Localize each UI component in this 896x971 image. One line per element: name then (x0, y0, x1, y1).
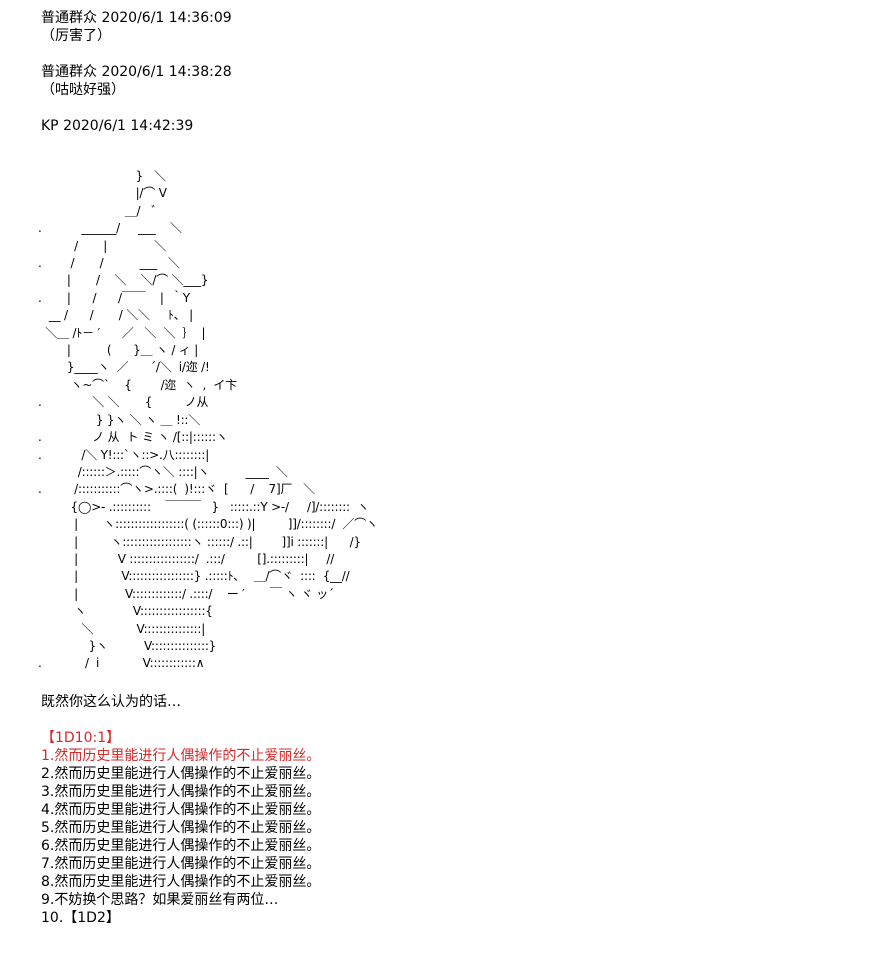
dice-option-4: 4.然而历史里能进行人偶操作的不止爱丽丝。 (41, 802, 321, 818)
dice-option-1: 1.然而历史里能进行人偶操作的不止爱丽丝。 (41, 748, 321, 764)
dice-option-10: 10.【1D2】 (41, 910, 120, 926)
dice-option-2: 2.然而历史里能进行人偶操作的不止爱丽丝。 (41, 766, 321, 782)
dice-option-8: 8.然而历史里能进行人偶操作的不止爱丽丝。 (41, 874, 321, 890)
message-2-header: 普通群众 2020/6/1 14:38:28 (41, 64, 232, 80)
dice-option-5: 5.然而历史里能进行人偶操作的不止爱丽丝。 (41, 820, 321, 836)
ascii-art-illustration: } ＼ |/⌒ V ＿/ ﾞ . ______/ ___ ＼ / | ＼ . /… (38, 169, 378, 671)
message-2-body: （咕哒好强） (41, 82, 125, 98)
message-1-body: （厉害了） (41, 28, 111, 44)
message-1-header: 普通群众 2020/6/1 14:36:09 (41, 10, 232, 26)
dice-option-6: 6.然而历史里能进行人偶操作的不止爱丽丝。 (41, 838, 321, 854)
dice-option-7: 7.然而历史里能进行人偶操作的不止爱丽丝。 (41, 856, 321, 872)
dice-roll-header: 【1D10:1】 (41, 730, 121, 746)
dice-option-3: 3.然而历史里能进行人偶操作的不止爱丽丝。 (41, 784, 321, 800)
message-3-header: KP 2020/6/1 14:42:39 (41, 118, 194, 134)
message-3-caption: 既然你这么认为的话… (41, 694, 181, 710)
dice-option-9: 9.不妨换个思路？如果爱丽丝有两位… (41, 892, 279, 908)
